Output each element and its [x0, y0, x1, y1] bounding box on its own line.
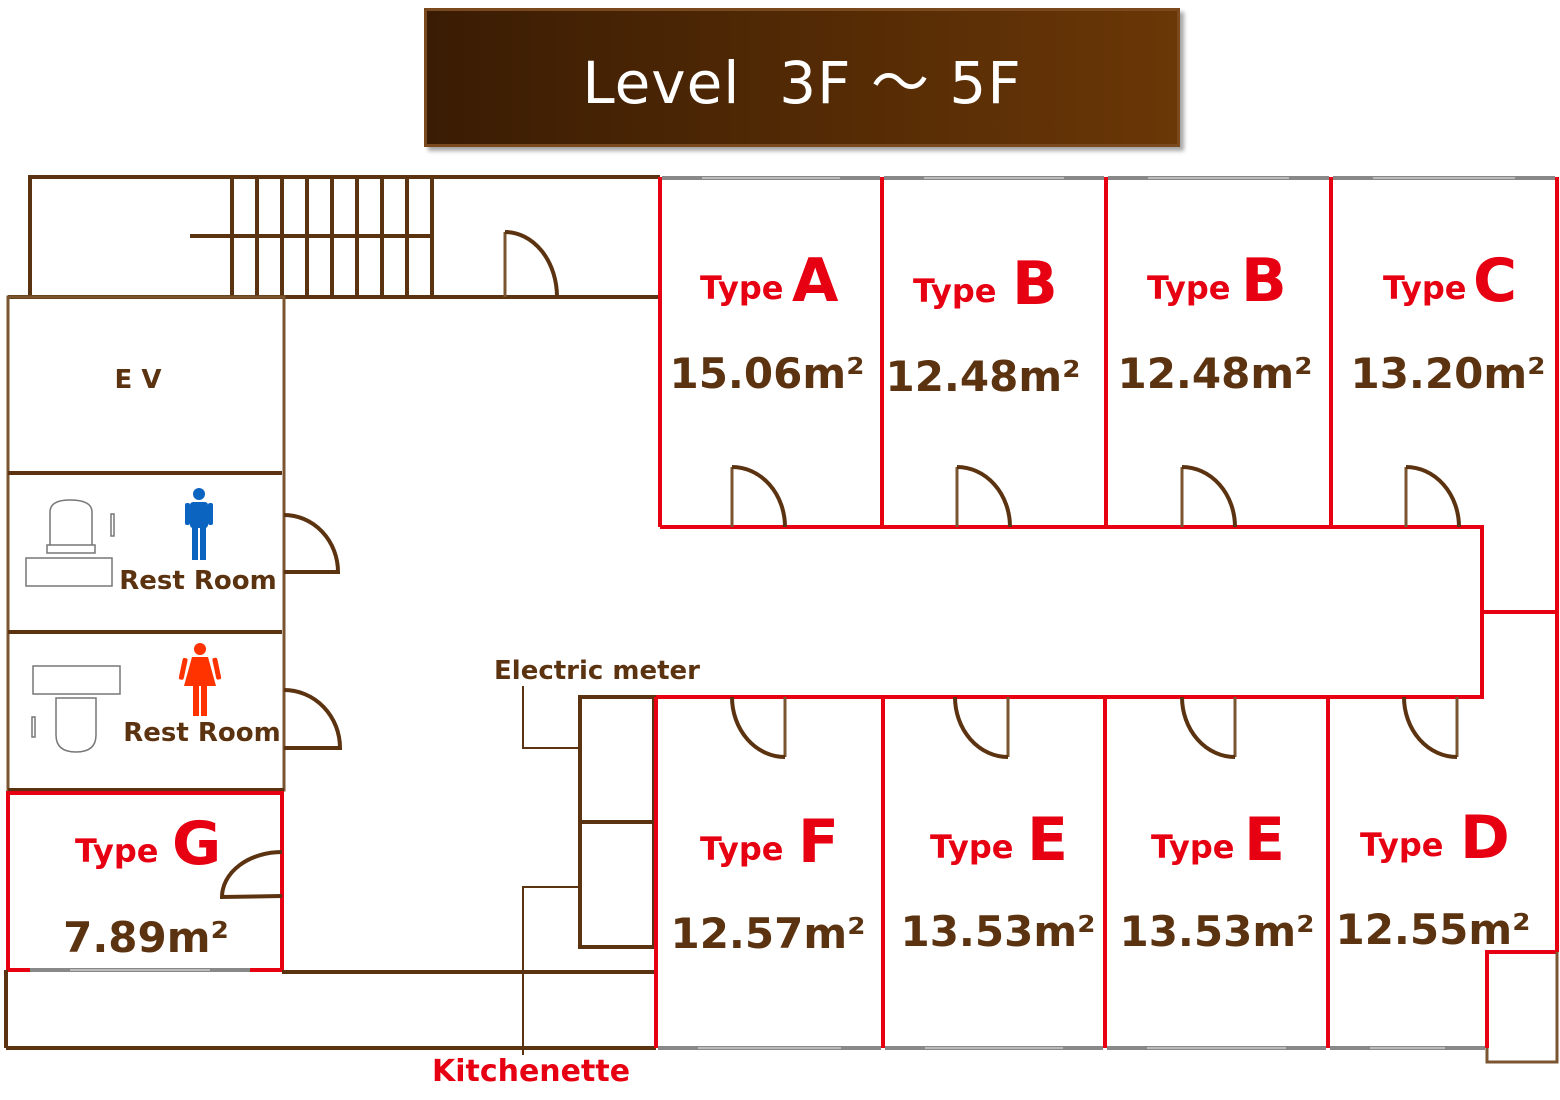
- room-type-e[interactable]: Type E 13.53m²: [900, 805, 1095, 956]
- room-type-word: Type: [1147, 269, 1231, 307]
- door-icon: [1180, 696, 1236, 759]
- room-area: 12.57m²: [670, 909, 865, 958]
- room-type-b[interactable]: Type B 12.48m²: [885, 249, 1080, 401]
- door-icon: [283, 688, 343, 750]
- room-type-e[interactable]: Type E 13.53m²: [1119, 805, 1314, 956]
- door-icon: [731, 465, 787, 528]
- room-area: 13.53m²: [900, 907, 1095, 956]
- room-type-letter: B: [1012, 249, 1058, 319]
- toilet-icon: [25, 499, 115, 587]
- window-icon: [658, 176, 1555, 1050]
- room-type-c[interactable]: Type C 13.20m²: [1350, 246, 1545, 398]
- door-icon: [503, 230, 559, 298]
- room-area: 12.48m²: [1117, 349, 1312, 398]
- room-area: 12.55m²: [1335, 905, 1530, 954]
- door-icon: [1402, 696, 1458, 759]
- room-type-word: Type: [1151, 828, 1235, 866]
- floor-title: Level 3F ～ 5F: [582, 48, 1022, 117]
- electric-meter-label: Electric meter: [494, 656, 700, 686]
- men-icon: [185, 488, 213, 560]
- room-type-word: Type: [700, 830, 784, 868]
- room-type-b[interactable]: Type B 12.48m²: [1117, 246, 1312, 398]
- room-type-letter: G: [172, 809, 221, 879]
- room-area: 12.48m²: [885, 352, 1080, 401]
- room-type-a[interactable]: Type A 15.06m²: [669, 246, 864, 398]
- room-type-d[interactable]: Type D 12.55m²: [1335, 803, 1530, 954]
- women-icon: [178, 643, 222, 716]
- door-icon: [1405, 465, 1461, 528]
- room-type-letter: D: [1460, 803, 1510, 873]
- room-type-letter: E: [1244, 805, 1285, 875]
- room-type-letter: F: [798, 807, 839, 877]
- room-area: 13.53m²: [1119, 907, 1314, 956]
- door-icon: [956, 465, 1012, 528]
- room-area: 15.06m²: [669, 349, 864, 398]
- room-type-g[interactable]: Type G 7.89m²: [6, 791, 284, 972]
- room-type-letter: A: [792, 246, 839, 316]
- toilet-icon: [31, 665, 121, 753]
- room-type-word: Type: [1360, 826, 1444, 864]
- rest-room-men-label: Rest Room: [119, 566, 276, 596]
- ev-label: E V: [115, 365, 162, 395]
- kitchenette-area: [4, 686, 656, 1055]
- room-type-word: Type: [75, 832, 159, 870]
- door-icon: [953, 696, 1009, 759]
- room-area: 7.89m²: [63, 913, 229, 962]
- room-type-f[interactable]: Type F 12.57m²: [670, 807, 865, 958]
- stairs-icon: [8, 175, 660, 299]
- room-type-word: Type: [913, 272, 997, 310]
- room-area: 13.20m²: [1350, 349, 1545, 398]
- room-type-word: Type: [700, 269, 784, 307]
- door-icon: [1181, 465, 1237, 528]
- kitchenette-label: Kitchenette: [432, 1054, 630, 1089]
- room-type-letter: B: [1241, 246, 1287, 316]
- floor-title-banner: Level 3F ～ 5F: [424, 8, 1180, 147]
- door-icon: [283, 513, 341, 574]
- room-type-letter: E: [1027, 805, 1068, 875]
- ev-restroom-block: [6, 295, 286, 792]
- room-type-word: Type: [1383, 269, 1467, 307]
- rest-room-women-label: Rest Room: [123, 718, 280, 748]
- door-icon: [730, 696, 786, 759]
- room-type-letter: C: [1473, 246, 1517, 316]
- room-type-word: Type: [930, 828, 1014, 866]
- room-outlines: [654, 177, 1559, 1064]
